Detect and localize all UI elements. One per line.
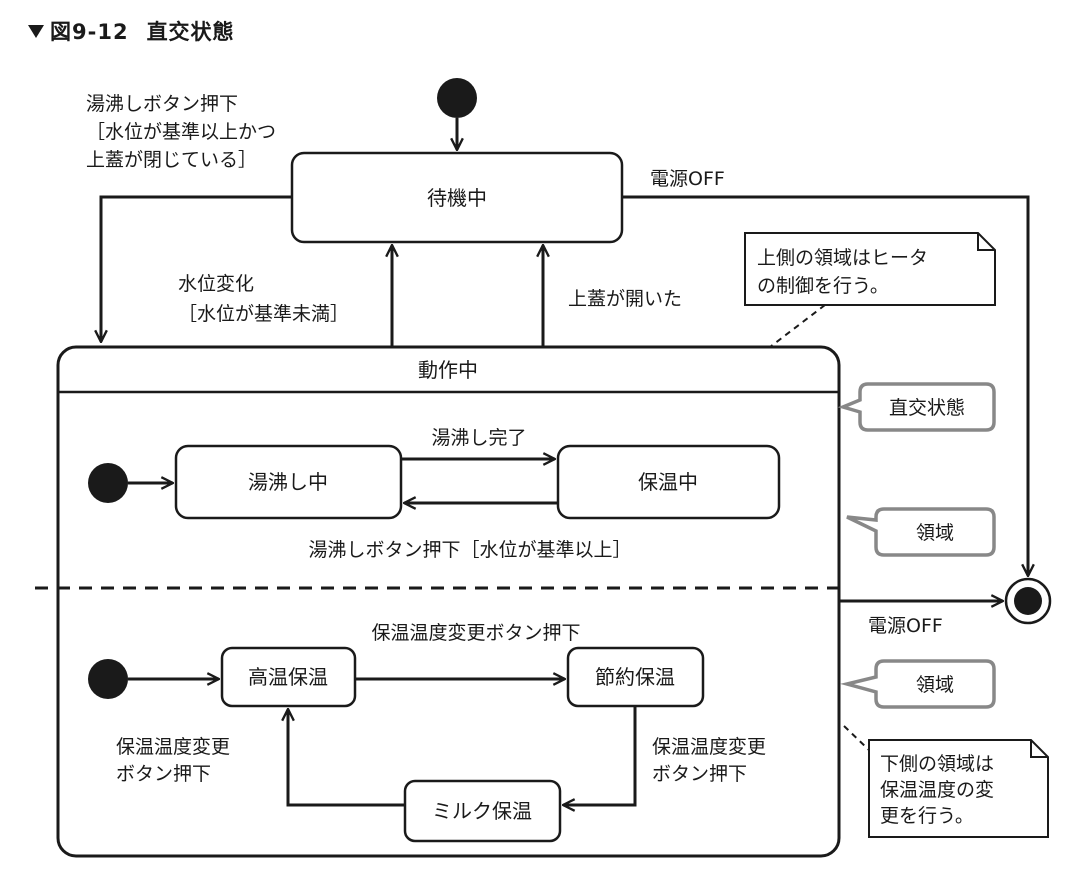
power-off-top-transition xyxy=(622,195,1028,576)
initial-pseudostate-top xyxy=(437,78,477,118)
temp-change-label: 保温温度変更ボタン押下 xyxy=(371,622,580,644)
boil-button-label: 湯沸しボタン押下 ［水位が基準以上かつ 上蓋が閉じている］ xyxy=(86,93,282,171)
water-change-label: 水位変化 ［水位が基準未満］ xyxy=(178,273,349,325)
figure-caption: 直交状態 xyxy=(146,20,235,44)
milk-to-high-temp-transition xyxy=(288,709,405,807)
final-state-dot xyxy=(1014,587,1042,615)
callout-orthogonal-text: 直交状態 xyxy=(889,397,965,419)
note-upper-anchor xyxy=(769,304,826,348)
state-operating-label: 動作中 xyxy=(418,358,478,382)
state-milk-label: ミルク保温 xyxy=(432,799,532,823)
note-lower-anchor xyxy=(843,725,870,751)
state-boiling xyxy=(174,444,403,520)
note-lower-fold-icon xyxy=(1030,740,1048,758)
state-milk xyxy=(403,779,562,843)
note-lower-text: 下側の領域は 保温温度の変 更を行う。 xyxy=(880,753,1000,827)
state-high-temp-label: 高温保温 xyxy=(248,665,328,689)
power-off-bottom-label: 電源OFF xyxy=(868,615,943,637)
state-keeping-warm-label: 保温中 xyxy=(638,470,698,494)
note-upper-fold-icon xyxy=(977,233,995,251)
power-off-top-label: 電源OFF xyxy=(650,168,725,190)
temp-change-left-label: 保温温度変更 ボタン押下 xyxy=(116,736,236,785)
state-idle-label: 待機中 xyxy=(427,186,487,210)
triangle-marker-icon xyxy=(28,24,44,38)
initial-pseudostate-region1 xyxy=(88,463,128,503)
state-boiling-label: 湯沸し中 xyxy=(248,470,328,494)
boil-button-transition xyxy=(101,195,292,342)
callout-region-2 xyxy=(840,659,996,709)
state-saving-label: 節約保温 xyxy=(595,665,675,689)
note-upper-text: 上側の領域はヒータ の制御を行う。 xyxy=(757,247,934,297)
callout-orthogonal xyxy=(837,382,996,432)
callout-region-1 xyxy=(846,507,996,557)
note-lower xyxy=(868,739,1049,838)
boil-button-level-label: 湯沸しボタン押下［水位が基準以上］ xyxy=(308,539,631,561)
callout-region-1-text: 領域 xyxy=(916,522,954,544)
lid-open-label: 上蓋が開いた xyxy=(568,288,682,310)
state-high-temp xyxy=(220,646,357,708)
saving-to-milk-transition xyxy=(563,706,637,805)
callout-region-2-text: 領域 xyxy=(916,674,954,696)
initial-pseudostate-region2 xyxy=(88,659,128,699)
figure-title: 図9-12 直交状態 xyxy=(28,16,235,46)
figure-number: 図9-12 xyxy=(50,20,129,44)
temp-change-right-label: 保温温度変更 ボタン押下 xyxy=(652,736,772,785)
state-keeping-warm xyxy=(556,444,781,520)
note-upper xyxy=(744,232,996,306)
boil-done-label: 湯沸し完了 xyxy=(431,427,526,449)
